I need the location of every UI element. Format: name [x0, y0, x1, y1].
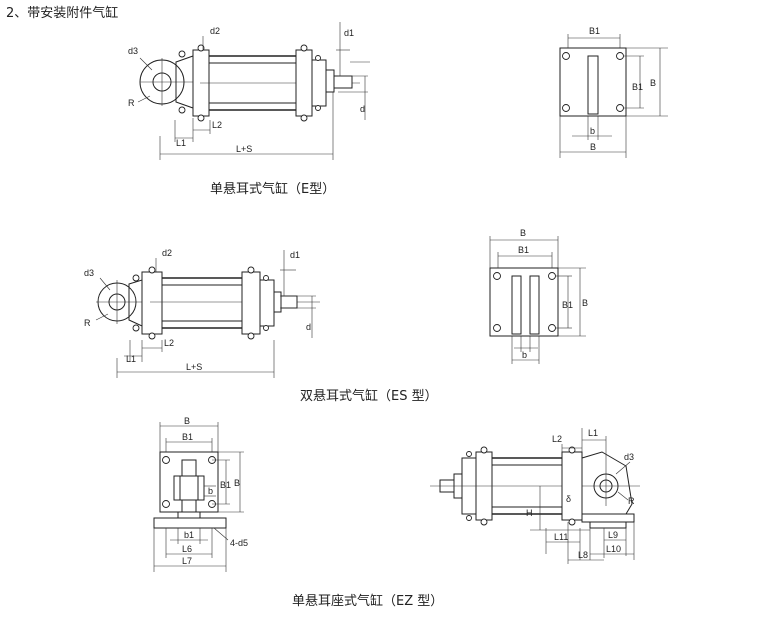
e-label-d2: d2	[210, 26, 220, 36]
e-label-l2: L2	[212, 120, 222, 130]
ez-label-b1small: b1	[184, 530, 194, 540]
es-label-d1: d1	[290, 250, 300, 260]
es-end-label-b1v: B1	[562, 300, 573, 310]
ez-side-label-d3: d3	[624, 452, 634, 462]
e-end-label-b: B	[650, 78, 656, 88]
e-label-l1: L1	[176, 138, 186, 148]
ez-type-front-view: B B1 B1 B b b1 L6 L7 4-d5	[153, 416, 248, 572]
ez-side-label-l9: L9	[608, 530, 618, 540]
ez-side-label-l1: L1	[588, 428, 598, 438]
front-cap	[295, 49, 313, 117]
ez-type-side-view: L2 L1 d3 R H δ L11 L9 L10 L8	[430, 428, 640, 564]
ez-side-label-l2: L2	[552, 434, 562, 444]
es-label-ls: L+S	[186, 362, 202, 372]
e-label-r: R	[128, 98, 135, 108]
e-label-d1: d1	[344, 28, 354, 38]
ez-base-plate	[153, 517, 227, 529]
section-heading: 2、带安装附件气缸	[6, 6, 119, 21]
e-type-caption: 单悬耳式气缸（E型）	[210, 182, 336, 197]
ez-label-b1v: B1	[220, 480, 231, 490]
piston-rod	[333, 75, 353, 89]
ez-label-b1: B1	[182, 432, 193, 442]
es-label-d3: d3	[84, 268, 94, 278]
e-end-label-b1: B1	[589, 26, 600, 36]
ez-type-caption: 单悬耳座式气缸（EZ 型）	[292, 594, 444, 609]
e-label-d3: d3	[128, 46, 138, 56]
ez-label-d5: 4-d5	[230, 538, 248, 548]
ez-side-label-r: R	[628, 496, 635, 506]
ez-side-label-l8: L8	[578, 550, 588, 560]
e-label-d: d	[360, 104, 365, 114]
es-end-label-b: B	[520, 228, 526, 238]
es-label-r: R	[84, 318, 91, 328]
es-label-d: d	[306, 322, 311, 332]
e-end-label-bsmall: b	[590, 126, 595, 136]
es-end-label-bsmall: b	[522, 350, 527, 360]
ez-label-bsmall: b	[208, 486, 213, 496]
es-end-label-b1: B1	[518, 245, 529, 255]
es-type-caption: 双悬耳式气缸（ES 型）	[300, 389, 438, 404]
ez-label-bv: B	[234, 478, 240, 488]
e-type-end-view: B1 B1 B b B	[559, 26, 668, 158]
es-type-end-view: B B1 B1 B b	[489, 228, 588, 364]
ez-label-b: B	[184, 416, 190, 426]
e-end-label-bbottom: B	[590, 142, 596, 152]
es-end-label-bv: B	[582, 298, 588, 308]
e-label-ls: L+S	[236, 144, 252, 154]
ez-side-label-delta: δ	[566, 494, 571, 504]
es-label-d2: d2	[162, 248, 172, 258]
ez-label-l7: L7	[182, 556, 192, 566]
e-type-side-view: d3 d2 R d1 d L1 L2 L+S	[128, 22, 370, 160]
ez-side-label-h: H	[526, 508, 533, 518]
ez-label-l6: L6	[182, 544, 192, 554]
es-type-side-view: d3 d2 R d1 d L1 L2 L+S	[84, 248, 320, 378]
e-end-label-b1v: B1	[632, 82, 643, 92]
ez-side-label-l11: L11	[554, 532, 568, 542]
es-label-l2: L2	[164, 338, 174, 348]
es-label-l1: L1	[126, 354, 136, 364]
ez-side-label-l10: L10	[606, 544, 621, 554]
